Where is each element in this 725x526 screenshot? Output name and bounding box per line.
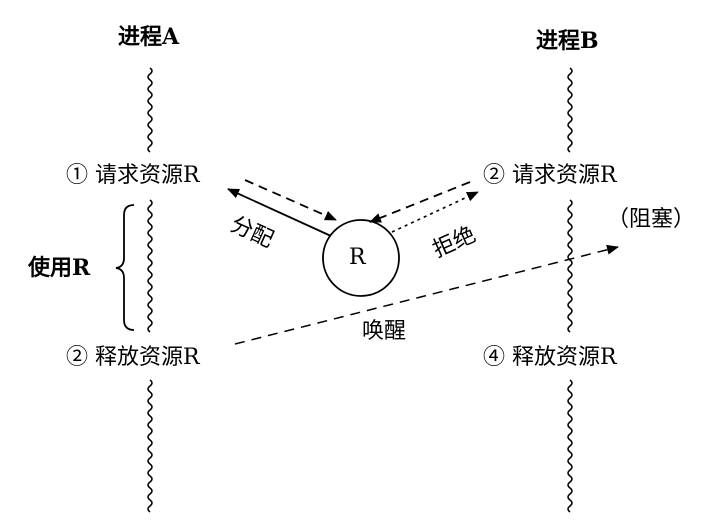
wake-label: 唤醒	[362, 319, 407, 344]
process-b-timeline-bottom	[567, 379, 573, 513]
process-a-timeline-top	[147, 67, 153, 153]
process-b-title: 进程B	[536, 28, 599, 54]
resource-label: R	[349, 245, 366, 270]
use-r-label: 使用R	[28, 255, 91, 281]
process-b-request-label: ② 请求资源R	[483, 163, 617, 188]
process-b-timeline-top	[567, 67, 573, 153]
process-a-timeline-bottom	[147, 379, 153, 513]
wake-arrow	[234, 244, 619, 345]
reject-arrow	[391, 191, 479, 233]
resource-node	[322, 219, 400, 297]
request-a-arrow	[244, 179, 337, 221]
process-a-release-label: ② 释放资源R	[66, 345, 200, 370]
process-b-blocked-label: （阻塞）	[607, 207, 696, 232]
process-b-timeline-middle	[567, 199, 573, 333]
process-a-request-label: ① 请求资源R	[66, 163, 200, 188]
allocate-arrow	[227, 188, 332, 237]
process-a-title: 进程A	[118, 24, 180, 50]
process-b-release-label: ④ 释放资源R	[483, 345, 617, 370]
process-a-timeline-middle	[147, 199, 153, 333]
use-r-brace	[115, 204, 135, 331]
request-b-arrow	[369, 181, 471, 223]
